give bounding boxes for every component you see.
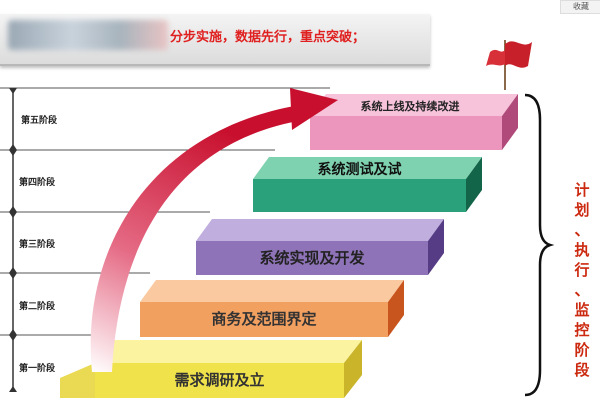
- stage-label-5: 第五阶段: [21, 116, 58, 126]
- step-1: [60, 340, 362, 398]
- step-3: [196, 219, 444, 275]
- side-char: 阶: [574, 341, 590, 359]
- side-char: 控: [574, 321, 590, 339]
- step-label-1: 需求调研及立: [174, 371, 265, 389]
- step-label-3: 系统实现及开发: [259, 249, 365, 267]
- stage-label-1: 第一阶段: [19, 364, 56, 374]
- stage-label-4: 第四阶段: [19, 178, 56, 188]
- step-label-5: 系统上线及持续改进: [360, 100, 460, 113]
- stage-tick-marks: [0, 87, 330, 392]
- side-char: 段: [574, 361, 590, 379]
- stage-axis: [0, 87, 330, 392]
- side-char: 、: [574, 221, 590, 239]
- step-label-4: 系统测试及试: [317, 162, 402, 178]
- step-4: [253, 157, 482, 212]
- flag-icon: [486, 40, 532, 90]
- header-slogan: 分步实施，数据先行，重点突破；: [170, 30, 366, 45]
- step-label-2: 商务及范围界定: [211, 310, 317, 328]
- side-char: 划: [574, 201, 590, 219]
- step-5: [310, 94, 518, 150]
- side-char: 、: [574, 281, 590, 299]
- side-char: 计: [574, 181, 590, 199]
- step-2: [140, 280, 404, 337]
- favorite-badge[interactable]: 收藏: [560, 0, 600, 14]
- curved-arrow-icon: [90, 88, 338, 372]
- side-phase-label: 计 划 、 执 行 、 监 控 阶 段: [568, 180, 596, 380]
- blurred-logo: [8, 20, 168, 50]
- right-brace-icon: [524, 93, 555, 397]
- header-banner: 分步实施，数据先行，重点突破；: [0, 14, 430, 66]
- side-char: 行: [574, 261, 590, 279]
- side-char: 执: [574, 241, 590, 259]
- stage-label-2: 第二阶段: [19, 302, 56, 312]
- side-char: 监: [574, 301, 590, 319]
- stage-label-3: 第三阶段: [19, 240, 56, 250]
